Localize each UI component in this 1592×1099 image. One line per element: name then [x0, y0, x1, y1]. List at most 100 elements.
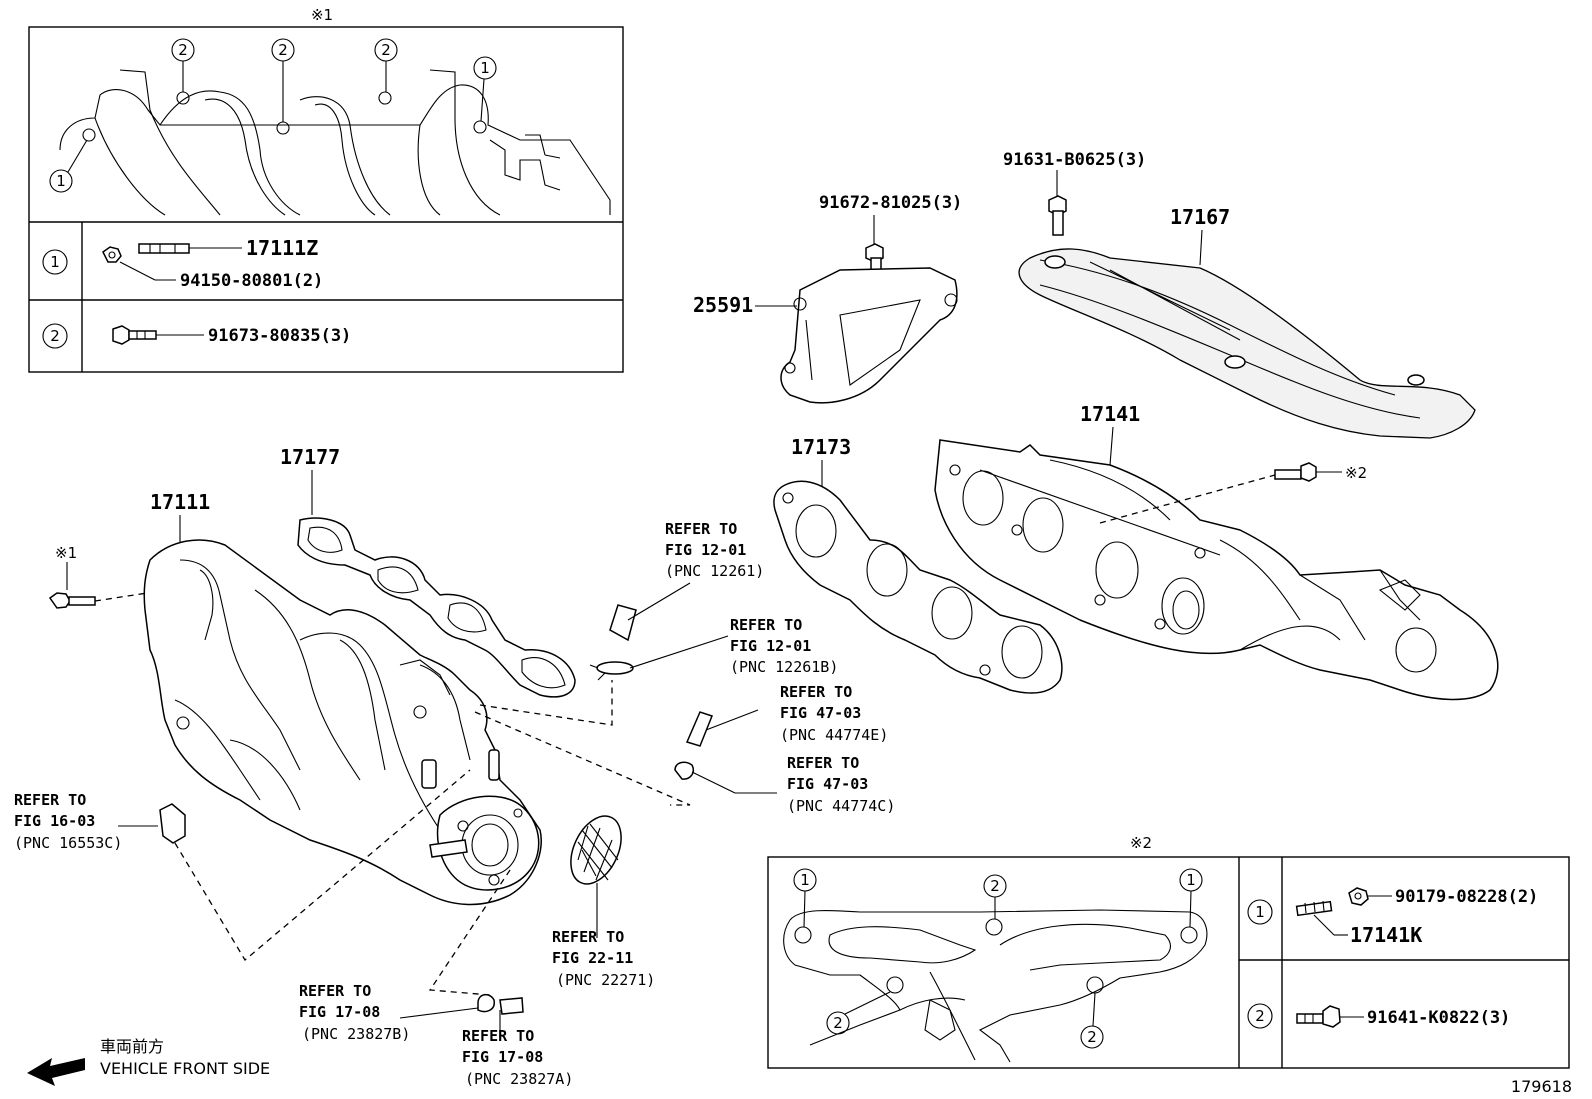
ref-fig-17-08-pnc-23827a: REFER TO FIG 17-08 (PNC 23827A): [462, 1027, 573, 1088]
hose-12261: [609, 604, 637, 642]
part-17111Z: 17111Z: [246, 236, 318, 260]
svg-text:2: 2: [381, 41, 391, 59]
ref-fig-12-01-pnc-12261b: REFER TO FIG 12-01 (PNC 12261B): [730, 616, 838, 676]
detail-box-1-label-a: 1: [49, 139, 88, 193]
reference-parts: [118, 582, 777, 1032]
clamp-16553c: [159, 803, 186, 844]
detail-box-1-frame: [28, 26, 624, 373]
part-17167: 17167: [1170, 205, 1230, 229]
manifold-flange-sketch-1: [59, 69, 611, 216]
part-25591: 25591: [693, 293, 753, 317]
callout-mark-2-near-17141: ※2: [1345, 464, 1367, 482]
svg-text:FIG 12-01: FIG 12-01: [730, 637, 811, 655]
front-label-japanese: 車両前方: [100, 1037, 164, 1056]
heat-insulator-17167: [1018, 248, 1476, 439]
exhaust-gasket-group: 17173: [773, 435, 1063, 694]
svg-text:FIG 12-01: FIG 12-01: [665, 541, 746, 559]
nut-icon: [102, 246, 122, 263]
detail-box-2-label-e: 2: [1080, 992, 1104, 1049]
svg-text:FIG 47-03: FIG 47-03: [780, 704, 861, 722]
part-94150-80801: 94150-80801(2): [180, 271, 323, 291]
bolt-icon: [48, 592, 71, 609]
svg-text:(PNC 12261): (PNC 12261): [665, 562, 764, 580]
detail-box-1: ※1 1 2: [28, 6, 624, 373]
intake-gasket-group: 17177: [280, 445, 576, 698]
detail-box-1-row-1: 1 17111Z 94150-80801(2): [42, 236, 323, 291]
part-17141K: 17141K: [1350, 923, 1422, 947]
part-91673-80835: 91673-80835(3): [208, 326, 351, 346]
throttle-body-flange: [436, 795, 540, 891]
part-90179-08228: 90179-08228(2): [1395, 887, 1538, 907]
svg-text:1: 1: [1255, 903, 1265, 921]
bracket-group: 91672-81025(3) 25591: [693, 193, 962, 404]
ref-fig-17-08-pnc-23827b: REFER TO FIG 17-08 (PNC 23827B): [299, 982, 410, 1043]
svg-text:FIG 16-03: FIG 16-03: [14, 812, 95, 830]
svg-text:REFER TO: REFER TO: [730, 616, 802, 634]
hose-44774e: [685, 711, 713, 747]
exhaust-gasket-17173: [773, 480, 1063, 694]
svg-text:1: 1: [50, 253, 60, 271]
detail-box-2: ※2 1 2 1: [767, 834, 1570, 1069]
exhaust-manifold-17141: [934, 439, 1499, 701]
part-17141: 17141: [1080, 402, 1140, 426]
svg-text:(PNC 12261B): (PNC 12261B): [730, 658, 838, 676]
svg-text:2: 2: [990, 877, 1000, 895]
detail-box-2-label-b: 2: [983, 874, 1007, 919]
detail-box-1-label-b: 2: [171, 38, 195, 92]
part-91672-81025: 91672-81025(3): [819, 193, 962, 213]
svg-text:REFER TO: REFER TO: [787, 754, 859, 772]
diagram-id: 179618: [1511, 1077, 1572, 1096]
svg-text:REFER TO: REFER TO: [299, 982, 371, 1000]
svg-text:1: 1: [480, 59, 490, 77]
exhaust-flange-sketch-2: [783, 909, 1208, 1063]
detail-box-2-title: ※2: [1130, 834, 1152, 852]
detail-box-2-row-2: 2 91641-K0822(3): [1247, 1003, 1510, 1029]
svg-text:2: 2: [833, 1014, 843, 1032]
svg-text:1: 1: [56, 172, 66, 190]
svg-text:REFER TO: REFER TO: [14, 791, 86, 809]
detail-box-1-title: ※1: [311, 6, 333, 24]
front-arrow-icon: [27, 1058, 85, 1086]
nut-icon: [1348, 887, 1369, 906]
ref-fig-47-03-pnc-44774c: REFER TO FIG 47-03 (PNC 44774C): [787, 754, 895, 815]
svg-text:REFER TO: REFER TO: [552, 928, 624, 946]
stud-icon: [1274, 469, 1302, 480]
bolt-icon: [112, 325, 130, 345]
ref-fig-12-01-pnc-12261: REFER TO FIG 12-01 (PNC 12261): [665, 520, 764, 580]
svg-text:(PNC 44774C): (PNC 44774C): [787, 797, 895, 815]
intake-gasket-17177: [297, 517, 576, 698]
svg-text:FIG 17-08: FIG 17-08: [462, 1048, 543, 1066]
part-17177: 17177: [280, 445, 340, 469]
svg-text:1: 1: [1186, 871, 1196, 889]
clamp-23827b: [477, 994, 495, 1013]
svg-text:(PNC 22271): (PNC 22271): [556, 971, 655, 989]
ref-fig-47-03-pnc-44774e: REFER TO FIG 47-03 (PNC 44774E): [780, 683, 888, 744]
heat-insulator-group: 91631-B0625(3) 17167: [1003, 150, 1476, 439]
svg-text:REFER TO: REFER TO: [780, 683, 852, 701]
svg-text:FIG 17-08: FIG 17-08: [299, 1003, 380, 1021]
detail-box-1-row-2: 2 91673-80835(3): [42, 323, 351, 349]
exhaust-manifold-group: 17141 ※2: [934, 402, 1499, 701]
svg-text:(PNC 16553C): (PNC 16553C): [14, 834, 122, 852]
ref-fig-16-03-pnc-16553c: REFER TO FIG 16-03 (PNC 16553C): [14, 791, 122, 852]
clamp-12261b: [596, 661, 634, 675]
front-label-english: VEHICLE FRONT SIDE: [100, 1059, 270, 1078]
intake-manifold-group: 17111 ※1: [48, 490, 542, 906]
detail-box-1-label-c: 2: [271, 38, 295, 122]
detail-box-2-label-a: 1: [793, 868, 817, 928]
svg-text:1: 1: [800, 871, 810, 889]
part-91641-K0822: 91641-K0822(3): [1367, 1008, 1510, 1028]
detail-box-2-label-d: 2: [826, 991, 891, 1035]
svg-text:2: 2: [1087, 1028, 1097, 1046]
svg-text:(PNC 44774E): (PNC 44774E): [780, 726, 888, 744]
part-17173: 17173: [791, 435, 851, 459]
screen-22271: [570, 815, 622, 885]
svg-text:(PNC 23827B): (PNC 23827B): [302, 1025, 410, 1043]
svg-text:2: 2: [50, 327, 60, 345]
ref-fig-22-11-pnc-22271: REFER TO FIG 22-11 (PNC 22271): [552, 928, 655, 989]
svg-text:2: 2: [1255, 1007, 1265, 1025]
svg-text:2: 2: [278, 41, 288, 59]
hose-23827a: [499, 997, 524, 1015]
